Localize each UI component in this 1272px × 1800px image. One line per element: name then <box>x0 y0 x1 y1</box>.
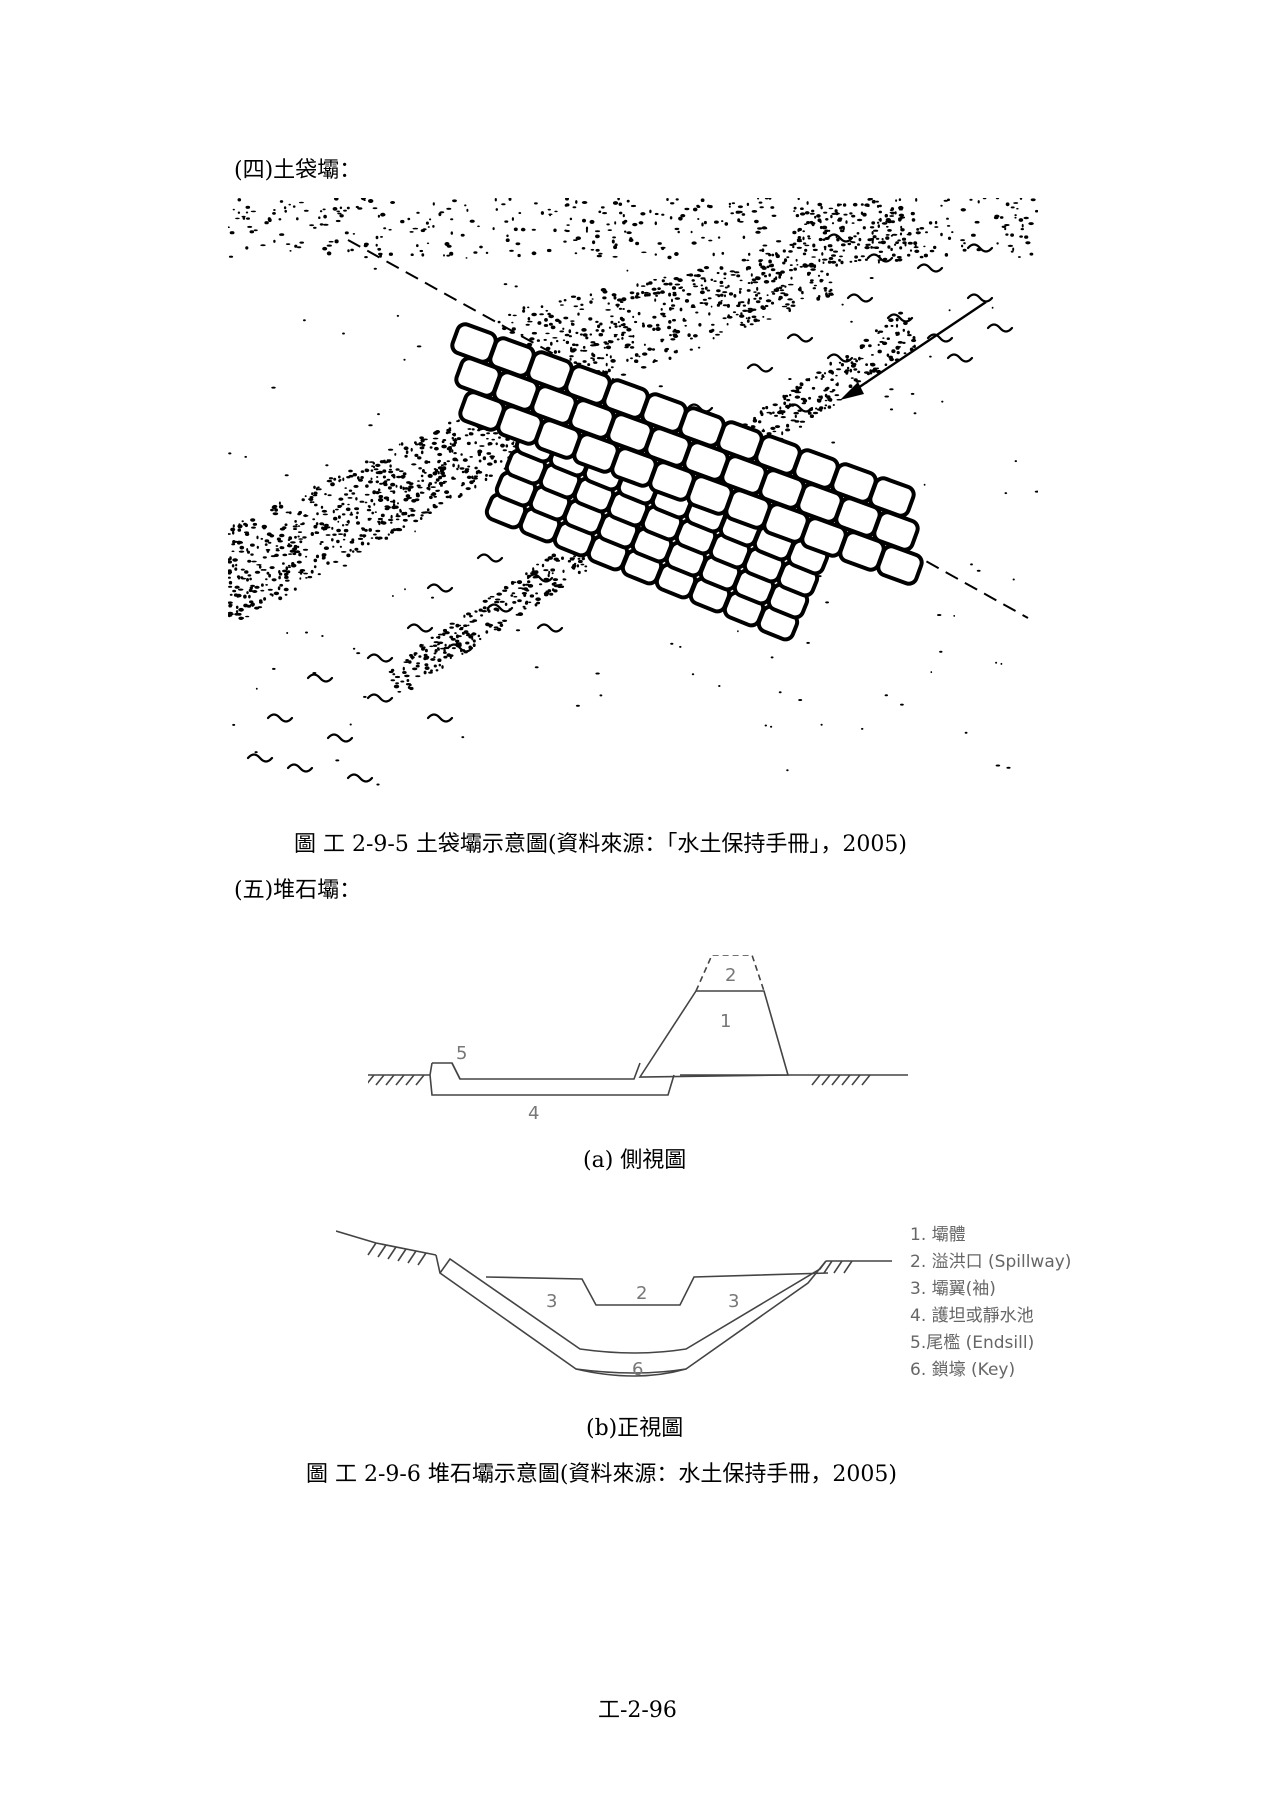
front-label-wing-right: 3 <box>728 1291 739 1312</box>
flow-direction-arrow <box>840 301 987 400</box>
rockfill-dam-side-view: 5 4 1 2 <box>368 955 908 1124</box>
legend-item: 2. 溢洪口 (Spillway) <box>910 1252 1072 1272</box>
legend-item: 1. 壩體 <box>910 1225 966 1245</box>
legend-item: 4. 護坦或靜水池 <box>910 1306 1034 1326</box>
legend-item: 6. 鎖壕 (Key) <box>910 1360 1016 1380</box>
figure-5-caption: 圖 工 2-9-5 土袋壩示意圖(資料來源：「水土保持手冊」，2005) <box>294 832 907 857</box>
side-label-spillway: 2 <box>725 965 736 986</box>
section-heading-sandbag-dam: (四)土袋壩： <box>234 158 362 183</box>
front-view-caption: (b)正視圖 <box>586 1416 684 1441</box>
sandbag-dam-illustration <box>228 198 1038 786</box>
side-view-caption: (a) 側視圖 <box>583 1148 687 1173</box>
front-label-wing-left: 3 <box>546 1291 557 1312</box>
sandbag-stack <box>450 322 924 642</box>
figure-6-caption: 圖 工 2-9-6 堆石壩示意圖(資料來源：水土保持手冊，2005) <box>306 1462 897 1487</box>
rockfill-dam-front-view: 3 2 3 6 <box>336 1230 892 1380</box>
front-label-key: 6 <box>632 1359 643 1380</box>
legend-item: 3. 壩翼(袖) <box>910 1279 996 1299</box>
side-label-apron: 4 <box>528 1103 539 1124</box>
side-label-body: 1 <box>720 1011 731 1032</box>
section-heading-rockfill-dam: (五)堆石壩： <box>234 878 362 903</box>
diagram-legend: 1. 壩體 2. 溢洪口 (Spillway) 3. 壩翼(袖) 4. 護坦或靜… <box>910 1222 1071 1384</box>
front-label-spillway: 2 <box>636 1283 647 1304</box>
side-label-endsill: 5 <box>456 1043 467 1064</box>
page-number: 工-2-96 <box>598 1698 677 1723</box>
legend-item: 5.尾檻 (Endsill) <box>910 1333 1035 1353</box>
